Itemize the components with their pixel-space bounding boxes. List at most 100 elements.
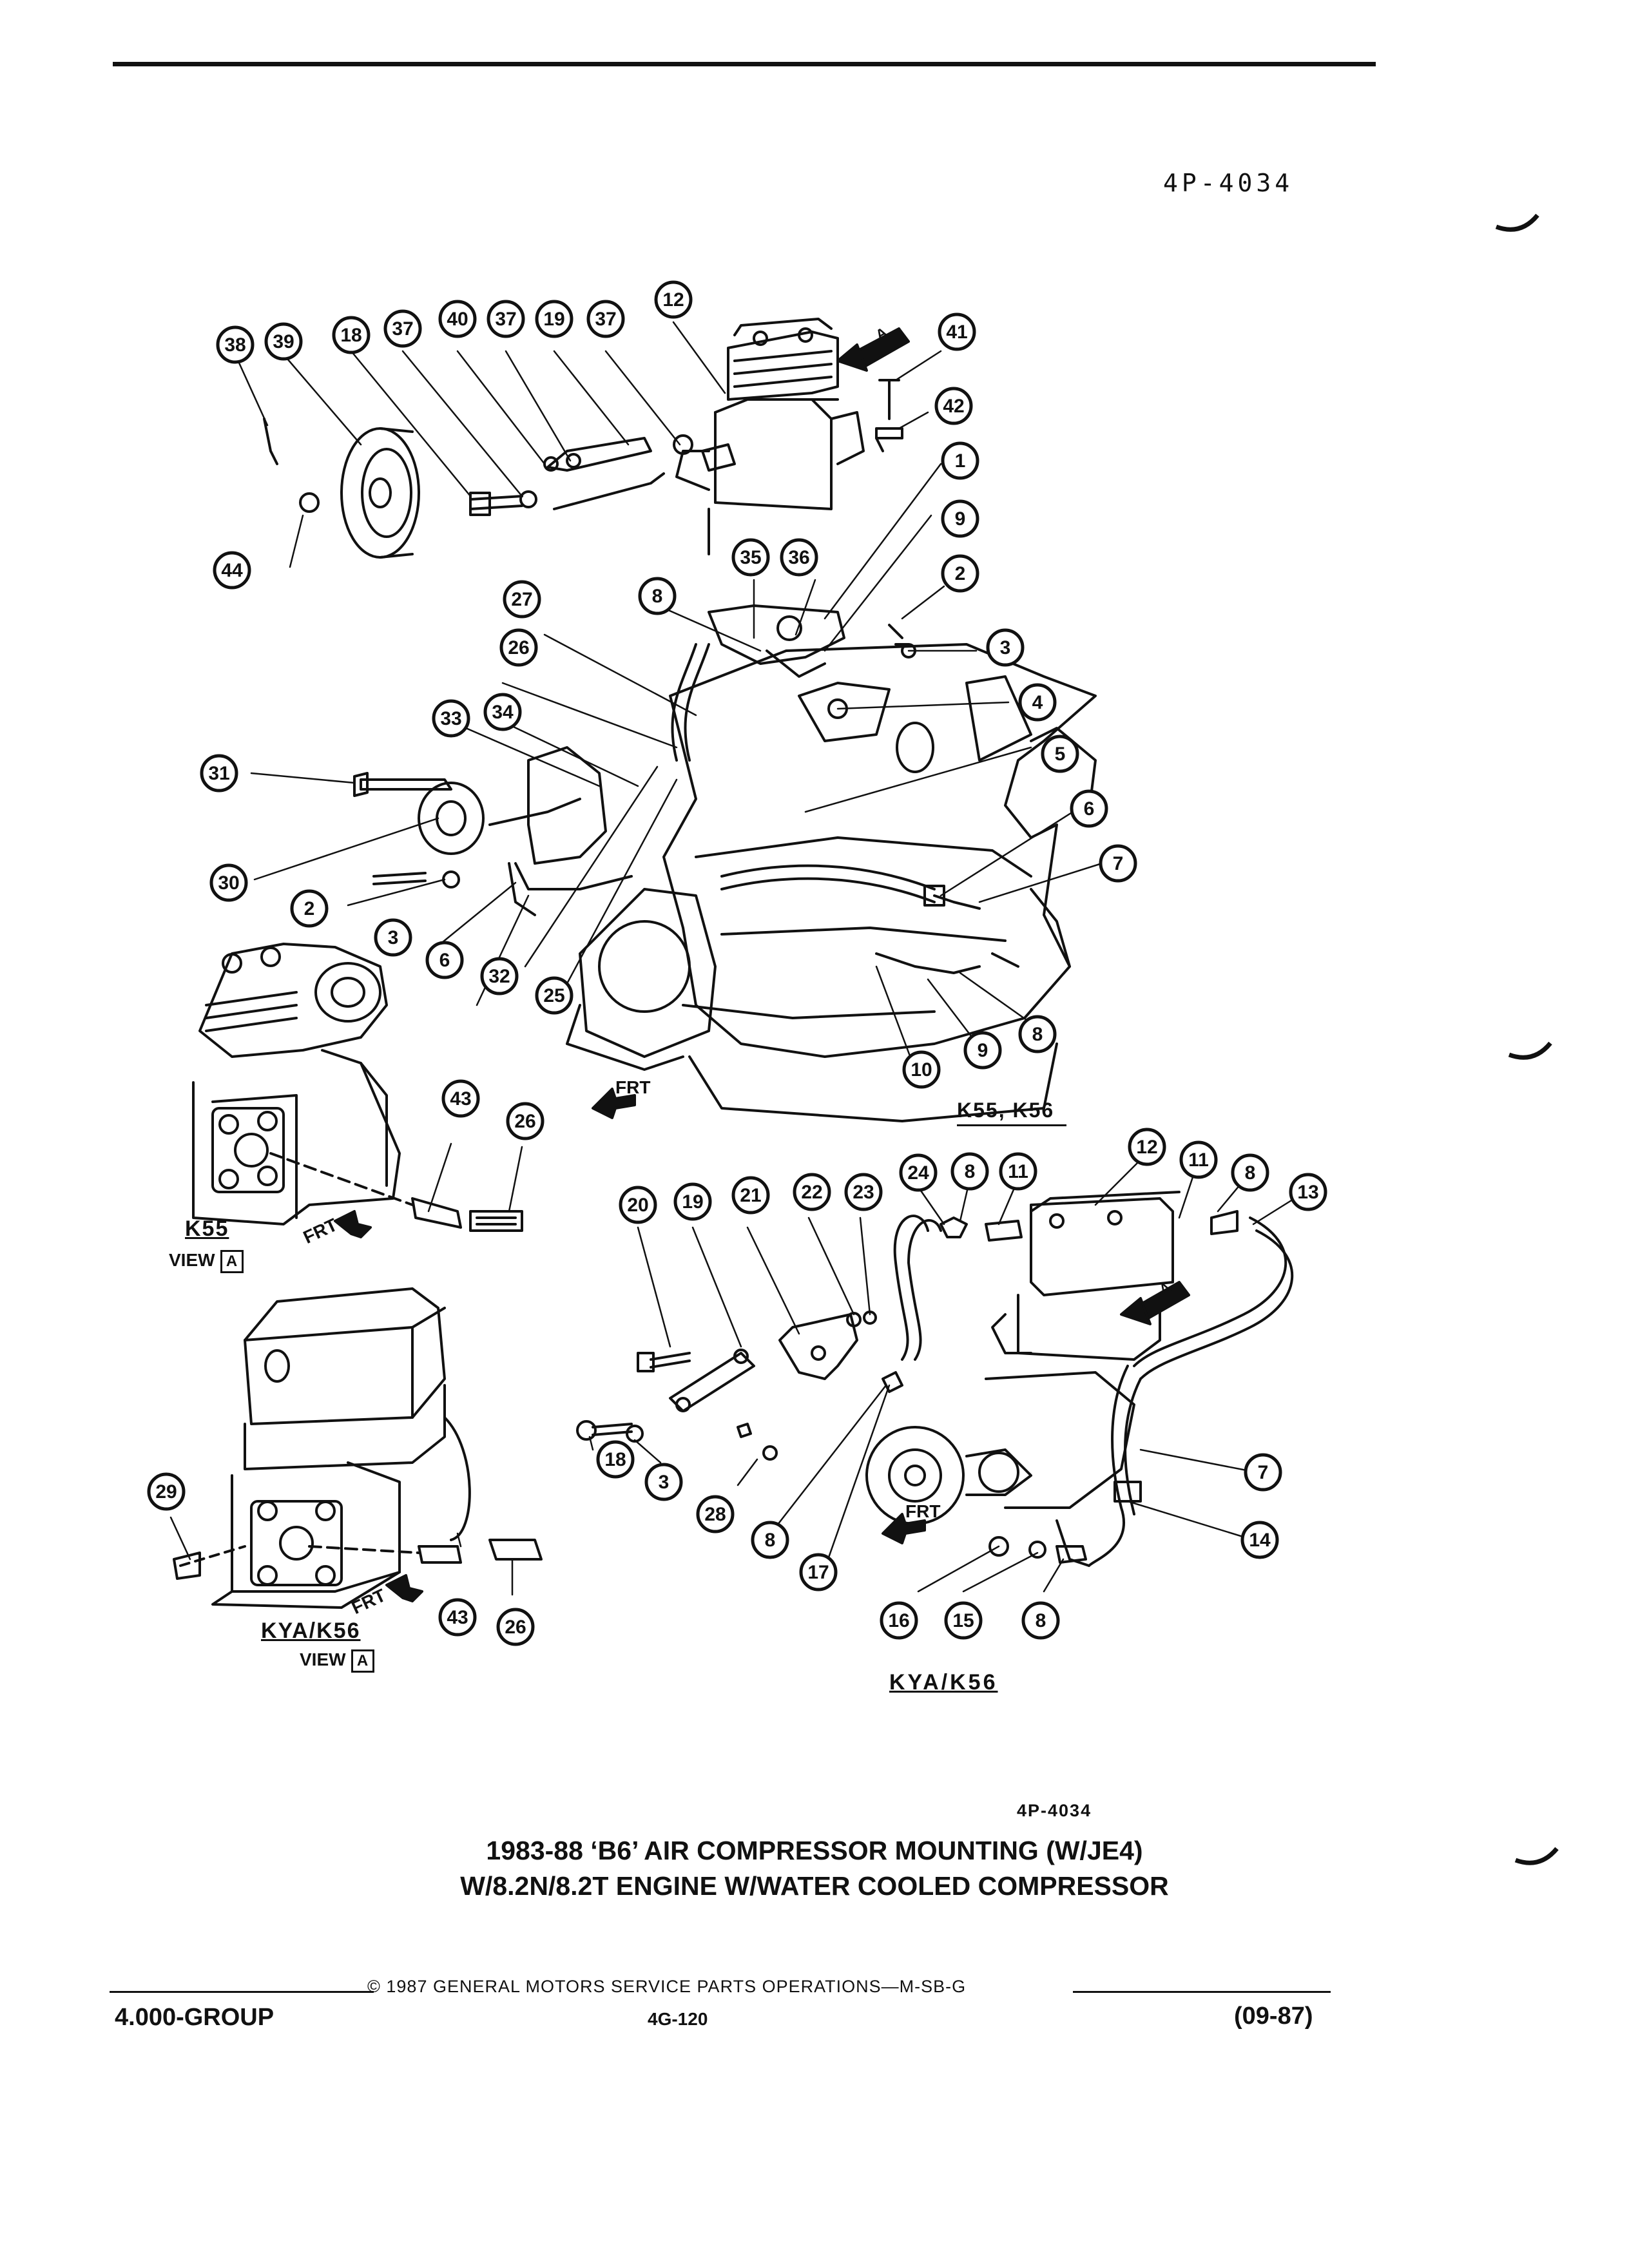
callout-number: 27	[511, 589, 532, 610]
callout-26: 26	[499, 628, 538, 667]
callout-number: 37	[495, 309, 516, 330]
kya-k56-assembly-drawing	[576, 1191, 1293, 1567]
kya-k56-section-label: KYA/K56	[889, 1670, 998, 1695]
caption-line-2: W/8.2N/8.2T ENGINE W/WATER COOLED COMPRE…	[460, 1871, 1169, 1901]
margin-mark	[1508, 1041, 1552, 1060]
callout-12: 12	[654, 280, 693, 319]
callout-37: 37	[487, 300, 525, 338]
callout-43: 43	[441, 1079, 480, 1118]
callout-balloon	[638, 577, 677, 615]
callout-balloon	[654, 280, 693, 319]
callout-balloon	[535, 976, 574, 1015]
callout-number: 33	[440, 708, 461, 729]
callout-balloon	[480, 957, 519, 995]
callout-38: 38	[216, 325, 255, 364]
callout-number: 6	[439, 950, 450, 971]
callout-6: 6	[425, 941, 464, 979]
callout-number: 9	[978, 1040, 988, 1061]
callout-26: 26	[496, 1608, 535, 1646]
callout-balloon	[799, 1553, 838, 1591]
callout-number: 3	[1000, 637, 1011, 658]
callout-number: 4	[1032, 692, 1043, 713]
k55-view-label: K55	[185, 1216, 229, 1241]
callout-balloon	[147, 1472, 186, 1511]
callout-number: 2	[955, 563, 966, 584]
footer-rule-right	[1073, 1991, 1331, 1993]
callout-33: 33	[432, 699, 470, 738]
callout-number: 22	[801, 1182, 822, 1203]
callout-balloon	[1244, 1453, 1282, 1492]
kya-k56-compressor-view-drawing	[173, 1287, 543, 1609]
callout-balloon	[963, 1031, 1002, 1070]
callout-number: 18	[340, 325, 361, 346]
callout-balloon	[332, 316, 371, 354]
callout-balloon	[209, 863, 248, 902]
callout-17: 17	[799, 1553, 838, 1591]
view-a-arrow-lower	[1120, 1281, 1190, 1325]
callout-balloon	[731, 538, 770, 577]
front-arrow-icon	[334, 1210, 372, 1238]
callout-number: 1	[955, 450, 966, 472]
callout-number: 10	[911, 1059, 932, 1081]
callout-number: 26	[514, 1111, 535, 1132]
callout-43: 43	[438, 1598, 477, 1637]
callout-15: 15	[944, 1601, 983, 1640]
callout-number: 23	[853, 1182, 874, 1203]
callout-19: 19	[535, 300, 574, 338]
callout-37: 37	[586, 300, 625, 338]
callout-number: 3	[659, 1472, 670, 1493]
front-arrow-icon	[592, 1088, 636, 1119]
engine-block-drawing	[566, 643, 1097, 1122]
callout-number: 14	[1249, 1530, 1271, 1551]
bolt-washer-set-upper	[263, 379, 903, 516]
callout-balloon	[1018, 1015, 1057, 1053]
callout-balloon	[941, 499, 979, 538]
callout-number: 11	[1008, 1161, 1028, 1182]
front-arrow-icon	[882, 1513, 926, 1544]
callout-balloon	[673, 1182, 712, 1221]
callout-balloon	[1070, 789, 1108, 828]
callout-balloon	[487, 300, 525, 338]
kya-k56-view-label: KYA/K56	[261, 1619, 361, 1643]
callout-39: 39	[264, 322, 303, 361]
callout-balloon	[200, 754, 238, 793]
callout-balloon	[999, 1152, 1037, 1191]
callout-number: 19	[543, 309, 564, 330]
callout-16: 16	[880, 1601, 918, 1640]
callout-balloon	[950, 1152, 989, 1191]
callout-number: 34	[492, 702, 514, 723]
callout-2: 2	[290, 889, 329, 928]
callout-number: 5	[1055, 744, 1066, 765]
callout-21: 21	[731, 1176, 770, 1215]
callout-44: 44	[213, 551, 251, 590]
callout-balloon	[880, 1601, 918, 1640]
k55-k56-underline	[957, 1124, 1066, 1126]
k55-k56-label: K55, K56	[957, 1099, 1055, 1122]
caption-line-1: 1983-88 ‘B6’ AIR COMPRESSOR MOUNTING (W/…	[486, 1836, 1143, 1865]
page-number: 4G-120	[648, 2009, 708, 2029]
callout-balloon	[432, 699, 470, 738]
callout-balloon	[619, 1186, 657, 1224]
callout-number: 7	[1113, 853, 1124, 874]
callout-balloon	[899, 1153, 938, 1192]
callout-balloon	[425, 941, 464, 979]
callout-number: 38	[224, 334, 246, 356]
margin-mark	[1495, 213, 1539, 232]
left-bracket-drawing	[353, 746, 633, 916]
callout-number: 8	[1032, 1024, 1043, 1045]
callout-18: 18	[596, 1440, 635, 1479]
callout-22: 22	[793, 1173, 831, 1211]
callout-14: 14	[1240, 1521, 1279, 1559]
callout-35: 35	[731, 538, 770, 577]
callout-13: 13	[1289, 1173, 1327, 1211]
margin-mark	[1514, 1847, 1559, 1865]
callout-balloon	[586, 300, 625, 338]
top-rule	[113, 62, 1376, 66]
callout-8: 8	[638, 577, 677, 615]
callout-number: 19	[682, 1191, 703, 1213]
callout-number: 30	[218, 872, 239, 894]
callout-balloon	[503, 580, 541, 619]
callout-number: 41	[946, 322, 967, 343]
